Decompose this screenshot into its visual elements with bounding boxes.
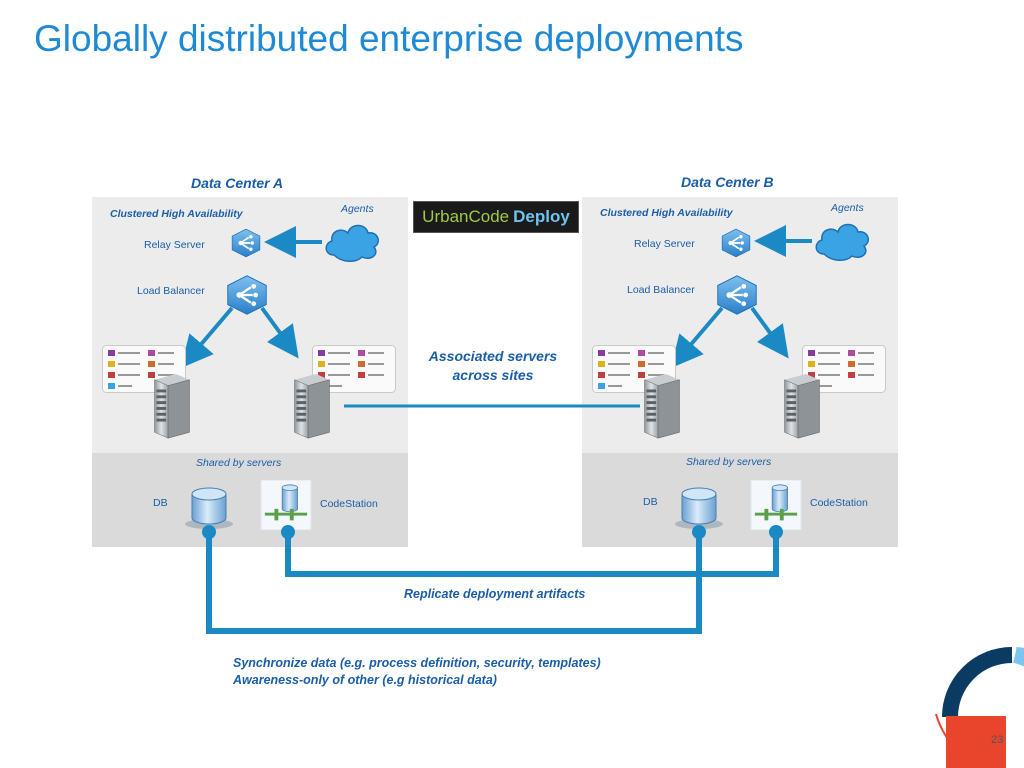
logo-text-deploy: Deploy (513, 207, 570, 226)
associated-servers-label: Associated servers across sites (412, 347, 574, 385)
dc-a-codestation-label: CodeStation (320, 498, 378, 510)
server-icon (293, 373, 330, 439)
dc-a-agents-label: Agents (341, 203, 374, 215)
synchronize-connector (206, 532, 702, 634)
dc-a-shared-label: Shared by servers (196, 457, 282, 469)
database-icon (674, 487, 724, 530)
relay-server-icon (231, 228, 261, 258)
dc-b-label: Data Center B (681, 174, 774, 190)
load-balancer-icon (226, 275, 268, 315)
dc-b-codestation-label: CodeStation (810, 497, 868, 509)
dc-b-graphics (592, 223, 886, 530)
connector-node (692, 525, 706, 539)
agents-cloud-icon (815, 223, 870, 262)
sync-note-line-1: Synchronize data (e.g. process definitio… (233, 656, 601, 670)
dc-a-clustered-label: Clustered High Availability (110, 208, 243, 220)
dc-b-shared-label: Shared by servers (686, 456, 772, 468)
decorative-arc-logo (935, 647, 1024, 768)
slide-title: Globally distributed enterprise deployme… (34, 18, 744, 59)
load-balancer-icon (716, 275, 758, 315)
replicate-connector (285, 532, 779, 577)
page-number: 23 (991, 734, 1004, 746)
urbancode-deploy-logo: UrbanCode Deploy (413, 201, 579, 233)
server-icon (643, 373, 680, 439)
dc-b-agents-label: Agents (831, 202, 864, 214)
server-icon (153, 373, 190, 439)
dc-a-load-balancer-label: Load Balancer (137, 285, 205, 297)
server-icon (783, 373, 820, 439)
dc-b-relay-server-label: Relay Server (634, 238, 695, 250)
associated-line-1: Associated servers (428, 348, 558, 364)
sync-note-line-2: Awareness-only of other (e.g historical … (233, 673, 497, 687)
database-icon (184, 487, 234, 530)
dc-b-clustered-label: Clustered High Availability (600, 207, 733, 219)
dc-a-label: Data Center A (191, 175, 284, 191)
connector-node (202, 525, 216, 539)
dc-a-graphics (102, 224, 396, 530)
logo-text-urbancode: UrbanCode (422, 207, 510, 226)
connector-node (281, 525, 295, 539)
dc-a-db-label: DB (153, 497, 168, 509)
connector-node (769, 525, 783, 539)
replicate-label: Replicate deployment artifacts (404, 587, 586, 601)
codestation-icon (260, 480, 312, 530)
codestation-icon (750, 480, 802, 530)
dc-a-relay-server-label: Relay Server (144, 239, 205, 251)
relay-server-icon (721, 228, 751, 258)
dc-b-db-label: DB (643, 496, 658, 508)
dc-a-shared-panel (92, 453, 408, 547)
dc-b-shared-panel (582, 453, 898, 547)
dc-b-load-balancer-label: Load Balancer (627, 284, 695, 296)
associated-line-2: across sites (452, 367, 534, 383)
agents-cloud-icon (325, 224, 380, 263)
